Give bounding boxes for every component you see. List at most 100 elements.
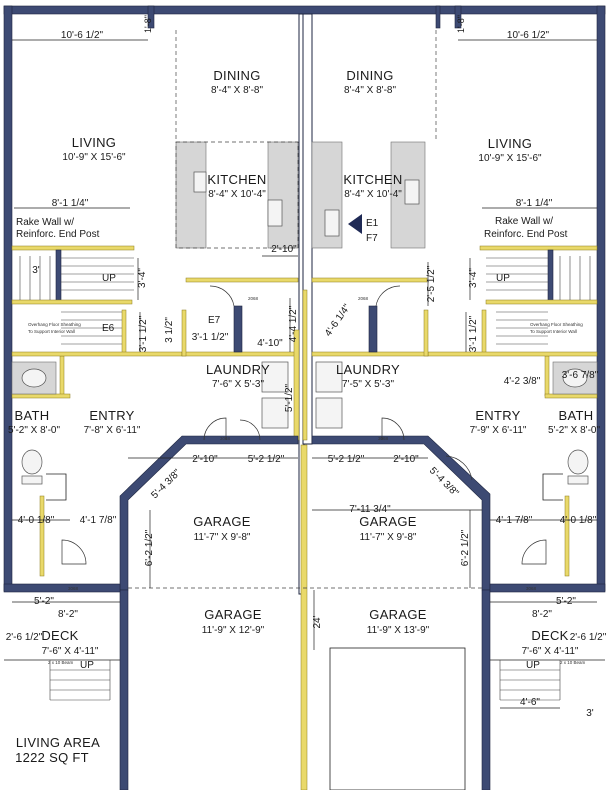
stove-right bbox=[324, 209, 340, 237]
dim-corner-left: 1'-8" bbox=[143, 15, 153, 33]
door-swing-entry-right bbox=[521, 539, 547, 565]
door-swing-entry-left bbox=[61, 539, 87, 565]
kitchen-left bbox=[175, 141, 299, 249]
overhang-note-1: Overhang Floor Sheathing bbox=[28, 322, 81, 327]
bath-right-counter-wall bbox=[544, 393, 598, 399]
dim-stair-left: 3' bbox=[32, 265, 40, 276]
room-name-living-right: LIVING bbox=[488, 136, 532, 151]
stairs-right bbox=[479, 245, 598, 397]
laundry-right-top bbox=[311, 351, 429, 357]
basin-left bbox=[21, 368, 47, 388]
dim-2-10-garage-left: 2'-10" bbox=[192, 454, 218, 465]
room-size-kitchen-right: 8'-4" X 10'-4" bbox=[344, 189, 402, 200]
rake-wall-note-right-1: Rake Wall w/ bbox=[495, 216, 553, 227]
laundry-left-post bbox=[181, 309, 187, 357]
room-size-garage-lower-left: 11'-9" X 12'-9" bbox=[202, 625, 265, 636]
decks bbox=[4, 659, 605, 701]
dim-4-1-7-8-right: 4'-1 7/8" bbox=[496, 515, 533, 526]
dim-5-2-half-right: 5'-2 1/2" bbox=[328, 454, 365, 465]
bath-right-wall bbox=[544, 355, 550, 397]
room-name-bath-right: BATH bbox=[559, 408, 594, 423]
door-tag-left: 3068 bbox=[220, 436, 231, 441]
dim-top-left: 10'-6 1/2" bbox=[61, 30, 104, 41]
washer-left bbox=[261, 361, 289, 393]
front-wall-right bbox=[489, 583, 606, 593]
corner-post-left bbox=[147, 5, 155, 29]
dim-4-6-quarter: 4'-6 1/4" bbox=[323, 302, 353, 339]
dim-top-right: 10'-6 1/2" bbox=[507, 30, 550, 41]
dim-2-5-half: 2'-5 1/2" bbox=[426, 265, 437, 302]
garage-walls bbox=[3, 435, 606, 790]
door-tag-entry-left: 3068 bbox=[68, 586, 79, 591]
corner-post-right bbox=[454, 5, 462, 29]
dim-3-half: 3 1/2" bbox=[164, 317, 175, 343]
dim-6-2-half-right: 6'-2 1/2" bbox=[460, 529, 471, 566]
room-size-living-left: 10'-9" X 15'-6" bbox=[62, 152, 126, 163]
room-name-garage-upper-left: GARAGE bbox=[193, 514, 250, 529]
stair-left-top-wall bbox=[11, 245, 135, 251]
door-swing-garage-right bbox=[445, 455, 473, 481]
room-name-deck-left: DECK bbox=[41, 628, 78, 643]
room-name-kitchen-left: KITCHEN bbox=[207, 172, 266, 187]
room-name-garage-upper-right: GARAGE bbox=[359, 514, 416, 529]
corner-post-right-2 bbox=[435, 5, 441, 29]
stair-up-left: UP bbox=[102, 273, 116, 284]
dim-3-6-7-8: 3'-6 7/8" bbox=[562, 370, 599, 381]
room-size-garage-upper-right: 11'-7" X 9'-8" bbox=[360, 532, 417, 543]
stair-right-top-wall bbox=[479, 245, 598, 251]
dim-3-1-half-right: 3'-1 1/2" bbox=[468, 315, 479, 352]
stair-left-wall bbox=[55, 249, 62, 303]
laundry-machines bbox=[261, 361, 343, 429]
room-size-laundry-right: 7'-5" X 5'-3" bbox=[342, 379, 395, 390]
overhang-note-right-1: Overhang Floor Sheathing bbox=[530, 322, 583, 327]
toilet-right bbox=[567, 449, 589, 475]
dim-6-2-half-left: 6'-2 1/2" bbox=[144, 529, 155, 566]
dim-8-2-left: 8'-2" bbox=[58, 609, 78, 620]
front-wall-left bbox=[3, 583, 121, 593]
dim-5-2-left: 5'-2" bbox=[34, 596, 54, 607]
dim-3-1-half-left: 3'-1 1/2" bbox=[138, 315, 149, 352]
party-wall-beam bbox=[302, 289, 308, 441]
sink-right bbox=[404, 179, 420, 205]
dimension-lines bbox=[12, 39, 597, 709]
overhang-note-right-2: To Support Interior Wall bbox=[530, 329, 577, 334]
stair-right-wall bbox=[547, 249, 554, 303]
basin-right bbox=[562, 368, 588, 388]
door-swing-hall-left bbox=[209, 285, 235, 307]
laundry-right-post bbox=[423, 309, 429, 357]
markers: E1 F7 E6 E7 UP UP UP UP bbox=[80, 218, 540, 671]
deck-up-right: UP bbox=[526, 660, 540, 671]
hall-right-top bbox=[311, 277, 428, 283]
living-area-label: LIVING AREA bbox=[16, 735, 100, 750]
bath-left-counter-wall bbox=[11, 393, 71, 399]
kitchen-left-outline bbox=[175, 141, 299, 249]
rake-wall-note-left-1: Rake Wall w/ bbox=[16, 217, 74, 228]
dim-7-11-3-4: 7'-11 3/4" bbox=[349, 504, 391, 515]
wall-right bbox=[596, 5, 606, 592]
wall-left bbox=[3, 5, 13, 592]
room-size-bath-left: 5'-2" X 8'-0" bbox=[8, 425, 61, 436]
dim-4-0-1-8-right: 4'-0 1/8" bbox=[560, 515, 597, 526]
notes: Rake Wall w/ Reinforc. End Post Rake Wal… bbox=[16, 216, 586, 665]
dim-2-10-top: 2'-10" bbox=[271, 244, 297, 255]
dim-4-1-7-8-left: 4'-1 7/8" bbox=[80, 515, 117, 526]
marker-e6: E6 bbox=[102, 323, 115, 334]
room-size-deck-right: 7'-6" X 4'-11" bbox=[522, 646, 579, 657]
dim-5-2-half-left: 5'-2 1/2" bbox=[248, 454, 285, 465]
dim-2-6-half-right: 2'-6 1/2" bbox=[570, 632, 607, 643]
garage-left-lower-wall bbox=[119, 589, 129, 790]
dim-3-4-left: 3'-4" bbox=[137, 268, 148, 288]
dim-3-1-half-hall: 3'-1 1/2" bbox=[192, 332, 229, 343]
dim-4-4-half: 4'-4 1/2" bbox=[288, 305, 299, 342]
beam-note-left: 2 x 10 Beam bbox=[48, 660, 74, 665]
garage-right-lower-wall bbox=[481, 589, 491, 790]
stair-left-mid-wall bbox=[11, 299, 133, 305]
toilet-tank-right bbox=[567, 475, 589, 485]
wall-h-352-left bbox=[11, 351, 183, 357]
room-size-garage-upper-left: 11'-7" X 9'-8" bbox=[194, 532, 251, 543]
room-size-deck-left: 7'-6" X 4'-11" bbox=[42, 646, 99, 657]
room-name-bath-left: BATH bbox=[15, 408, 50, 423]
dim-3-4-right: 3'-4" bbox=[468, 268, 479, 288]
dim-2-6-half-left: 2'-6 1/2" bbox=[6, 632, 43, 643]
